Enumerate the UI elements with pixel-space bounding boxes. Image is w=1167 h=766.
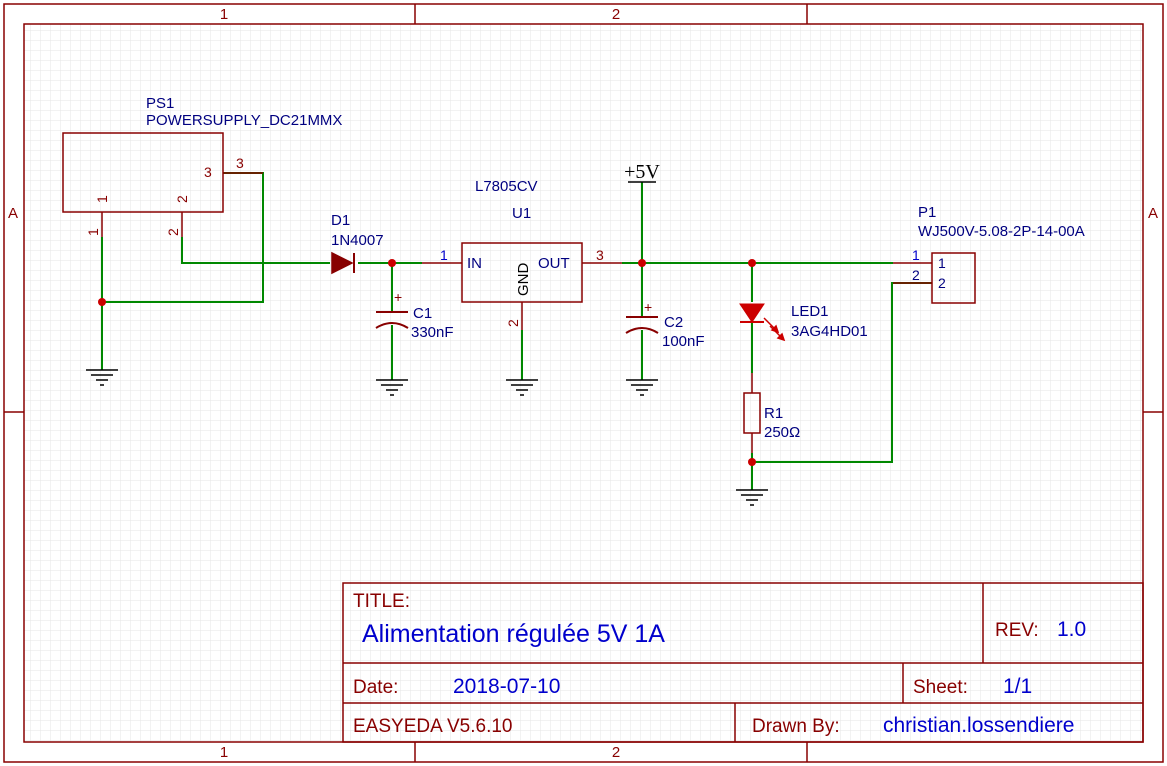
c2-capacitor: + C2 100nF bbox=[625, 299, 705, 350]
frame-col-label-top-1: 1 bbox=[220, 6, 228, 23]
title-value: Alimentation régulée 5V 1A bbox=[362, 620, 665, 648]
p1-pin1-inner: 1 bbox=[938, 255, 946, 271]
u1-pin-out-label: OUT bbox=[538, 255, 570, 272]
frame-row-label-left-a: A bbox=[8, 205, 18, 222]
c1-polarity: + bbox=[394, 289, 402, 305]
c1-value: 330nF bbox=[411, 324, 454, 341]
frame-col-label-bottom-2: 2 bbox=[612, 744, 620, 761]
ground-icon bbox=[506, 379, 538, 396]
ps1-ref: PS1 bbox=[146, 95, 174, 112]
junction-dot bbox=[638, 259, 646, 267]
vcc-symbol: +5V bbox=[624, 161, 660, 183]
c2-value: 100nF bbox=[662, 333, 705, 350]
u1-regulator: L7805CV U1 IN OUT GND 1 3 2 bbox=[422, 178, 622, 330]
u1-pin2-number: 2 bbox=[505, 319, 521, 327]
drawn-by-value: christian.lossendiere bbox=[883, 714, 1074, 737]
p1-connector: P1 WJ500V-5.08-2P-14-00A 1 2 1 2 bbox=[893, 204, 1085, 304]
junction-dot bbox=[748, 259, 756, 267]
ground-icon bbox=[736, 489, 768, 506]
led1-led: LED1 3AG4HD01 bbox=[739, 303, 868, 342]
ps1-pin2-inner: 2 bbox=[174, 195, 190, 203]
c2-polarity: + bbox=[644, 299, 652, 315]
led1-ref: LED1 bbox=[791, 303, 829, 320]
title-label: TITLE: bbox=[353, 591, 410, 612]
title-block bbox=[342, 582, 1144, 743]
rev-label: REV: bbox=[995, 620, 1039, 641]
rev-value: 1.0 bbox=[1057, 618, 1086, 641]
ps1-value: POWERSUPPLY_DC21MMX bbox=[146, 112, 342, 129]
frame-col-label-top-2: 2 bbox=[612, 6, 620, 23]
junctions bbox=[98, 259, 756, 466]
tool-name: EASYEDA V5.6.10 bbox=[353, 716, 513, 737]
vcc-label: +5V bbox=[624, 161, 660, 183]
ps1-power-jack: PS1 POWERSUPPLY_DC21MMX 3 3 1 2 1 2 bbox=[62, 95, 342, 237]
ground-icon bbox=[86, 369, 118, 386]
frame-row-label-right-a: A bbox=[1148, 205, 1158, 222]
c1-capacitor: + C1 330nF bbox=[375, 289, 454, 341]
sheet-value: 1/1 bbox=[1003, 675, 1032, 698]
ps1-pin3-inner: 3 bbox=[204, 164, 212, 180]
p1-value: WJ500V-5.08-2P-14-00A bbox=[918, 223, 1085, 240]
p1-pin1-outer: 1 bbox=[912, 247, 920, 263]
r1-resistor: R1 250Ω bbox=[743, 373, 800, 453]
u1-value: L7805CV bbox=[475, 178, 538, 195]
d1-diode: D1 1N4007 bbox=[331, 212, 384, 275]
junction-dot bbox=[388, 259, 396, 267]
drawn-by-label: Drawn By: bbox=[752, 716, 840, 737]
p1-pin2-inner: 2 bbox=[938, 275, 946, 291]
date-value: 2018-07-10 bbox=[453, 675, 560, 698]
d1-value: 1N4007 bbox=[331, 232, 384, 249]
junction-dot bbox=[98, 298, 106, 306]
r1-ref: R1 bbox=[764, 405, 783, 422]
ps1-pin2-outer: 2 bbox=[165, 228, 181, 236]
led1-value: 3AG4HD01 bbox=[791, 323, 868, 340]
c2-ref: C2 bbox=[664, 314, 683, 331]
c1-ref: C1 bbox=[413, 305, 432, 322]
r1-value: 250Ω bbox=[764, 424, 800, 441]
p1-pin2-outer: 2 bbox=[912, 267, 920, 283]
u1-pin3-number: 3 bbox=[596, 247, 604, 263]
sheet-label: Sheet: bbox=[913, 677, 968, 698]
u1-pin-gnd-label: GND bbox=[515, 263, 532, 297]
ps1-pin1-inner: 1 bbox=[94, 195, 110, 203]
light-emission-icon bbox=[763, 317, 786, 342]
p1-ref: P1 bbox=[918, 204, 936, 221]
date-label: Date: bbox=[353, 677, 398, 698]
frame-col-label-bottom-1: 1 bbox=[220, 744, 228, 761]
ground-symbols bbox=[86, 369, 768, 506]
grid-background bbox=[24, 24, 1143, 742]
ground-icon bbox=[376, 379, 408, 396]
u1-pin-in-label: IN bbox=[467, 255, 482, 272]
ps1-pin1-outer: 1 bbox=[85, 228, 101, 236]
u1-pin1-number: 1 bbox=[440, 247, 448, 263]
d1-ref: D1 bbox=[331, 212, 350, 229]
u1-ref: U1 bbox=[512, 205, 531, 222]
junction-dot bbox=[748, 458, 756, 466]
ps1-pin3-outer: 3 bbox=[236, 155, 244, 171]
ground-icon bbox=[626, 379, 658, 396]
wire-ps1-pin2-diode bbox=[181, 237, 330, 264]
